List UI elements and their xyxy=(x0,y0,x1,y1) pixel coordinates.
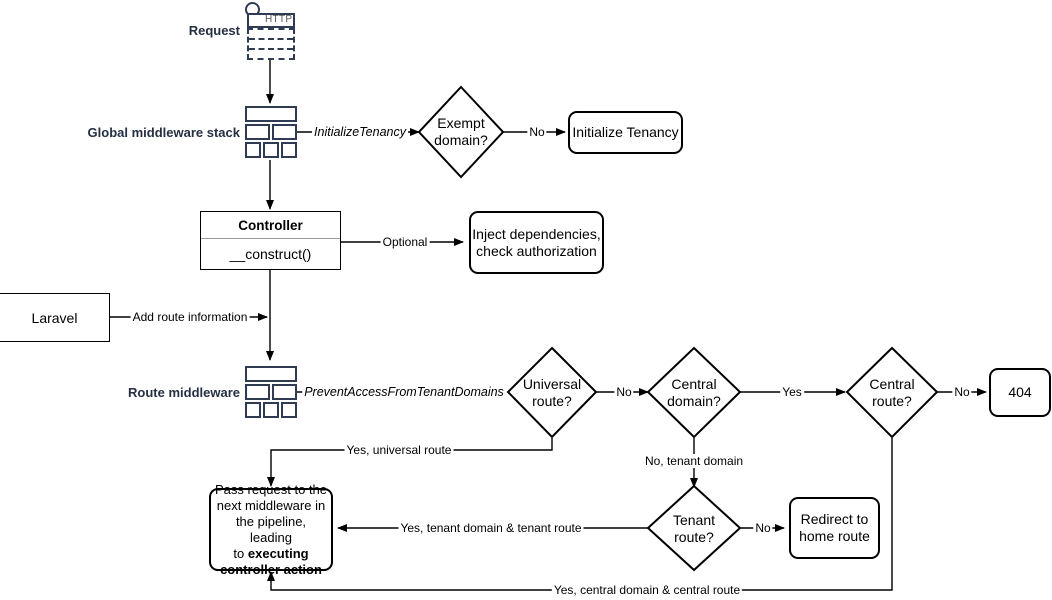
route-middleware-label: Route middleware xyxy=(128,384,240,400)
pass-request-line-3: the pipeline, leading xyxy=(235,513,307,545)
node-inject-dependencies: Inject dependencies, check authorization xyxy=(469,211,604,274)
mw-row2-box2 xyxy=(272,124,297,140)
inject-line-1: Inject dependencies, xyxy=(472,225,601,242)
edge-label-yes-central-domain-central-route: Yes, central domain & central route xyxy=(551,583,743,597)
mw-row3-box1 xyxy=(245,402,261,418)
edge-label-no-tenant-domain: No, tenant domain xyxy=(642,454,746,468)
universal-route-line-2: route? xyxy=(532,392,572,409)
mw-row3-box1 xyxy=(245,142,261,158)
http-body-line-1 xyxy=(249,38,293,40)
middleware-stack-icon xyxy=(245,366,297,418)
inject-line-2: check authorization xyxy=(476,242,597,259)
pass-request-line-2: next middleware in xyxy=(216,497,326,513)
node-pass-request: Pass request to the next middleware in t… xyxy=(209,482,333,577)
mw-row3-box3 xyxy=(281,402,297,418)
mw-row3-box2 xyxy=(263,142,279,158)
mw-row1-bar xyxy=(245,366,297,382)
redirect-line-1: Redirect to xyxy=(800,511,869,527)
edge-label-yes-tenant-domain-tenant-route: Yes, tenant domain & tenant route xyxy=(398,521,584,535)
edge-label-central-route-no: No xyxy=(952,385,972,399)
edge-label-exempt-no: No xyxy=(527,125,547,139)
controller-title: Controller xyxy=(201,212,340,239)
pass-request-line-1: Pass request to the xyxy=(215,481,328,497)
decision-exempt-domain: Exempt domain? xyxy=(419,87,503,177)
redirect-line-2: home route xyxy=(799,528,870,544)
edge-label-initialize-tenancy: InitializeTenancy xyxy=(312,125,408,139)
pass-request-line-4: to xyxy=(233,545,248,561)
edge-label-prevent-access: PreventAccessFromTenantDomains xyxy=(302,385,506,399)
edge-label-yes-universal-route: Yes, universal route xyxy=(344,443,454,457)
controller-method: __construct() xyxy=(229,246,312,262)
node-laravel: Laravel xyxy=(0,293,110,342)
decision-central-route: Central route? xyxy=(847,348,937,437)
pass-request-bold-1: executing xyxy=(247,545,309,561)
edge-label-tenant-route-no: No xyxy=(753,521,773,535)
central-domain-line-2: domain? xyxy=(667,392,721,409)
mw-row3-box3 xyxy=(281,142,297,158)
http-body-dashed-box xyxy=(247,28,295,60)
mw-row2-box1 xyxy=(245,384,270,400)
pass-request-bold-2: controller action xyxy=(220,561,322,577)
decision-central-domain: Central domain? xyxy=(648,348,740,437)
exempt-domain-line-2: domain? xyxy=(434,132,488,148)
mw-row3-box2 xyxy=(263,402,279,418)
mw-row1-bar xyxy=(245,106,297,122)
node-controller: Controller __construct() xyxy=(200,211,341,270)
edge-label-central-domain-yes: Yes xyxy=(780,385,804,399)
tenant-route-line-2: route? xyxy=(674,528,714,545)
exempt-domain-line-1: Exempt xyxy=(437,115,485,131)
http-body-line-2 xyxy=(249,48,293,50)
central-route-line-2: route? xyxy=(872,392,912,409)
tenant-route-line-1: Tenant xyxy=(672,511,716,528)
universal-route-line-1: Universal xyxy=(522,375,582,392)
edge-label-optional: Optional xyxy=(380,235,430,249)
edge-label-universal-no: No xyxy=(614,385,634,399)
request-label: Request xyxy=(188,22,240,38)
node-redirect-home-route: Redirect to home route xyxy=(789,497,880,559)
node-404: 404 xyxy=(989,368,1051,417)
edge-label-add-route-information: Add route information xyxy=(130,310,250,324)
mw-row2-box1 xyxy=(245,124,270,140)
http-title-bar: HTTP xyxy=(247,13,295,28)
http-request-icon: HTTP xyxy=(245,2,300,62)
node-initialize-tenancy: Initialize Tenancy xyxy=(568,111,683,154)
middleware-stack-icon xyxy=(245,106,297,158)
central-route-line-1: Central xyxy=(869,375,915,392)
decision-universal-route: Universal route? xyxy=(508,348,596,437)
decision-tenant-route: Tenant route? xyxy=(648,486,740,571)
central-domain-line-1: Central xyxy=(671,375,717,392)
mw-row2-box2 xyxy=(272,384,297,400)
global-middleware-stack-label: Global middleware stack xyxy=(87,124,240,140)
